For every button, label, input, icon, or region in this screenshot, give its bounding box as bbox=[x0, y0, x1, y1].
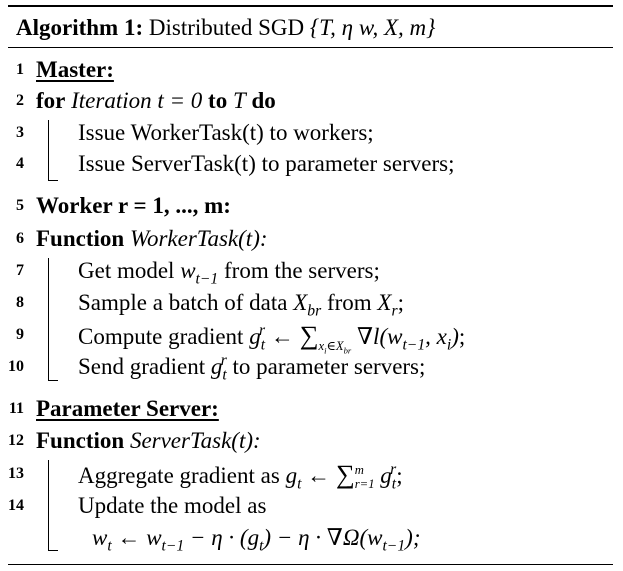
worker-block-bar bbox=[48, 258, 58, 381]
text-fragment: ; bbox=[397, 290, 404, 315]
keyword-for: for bbox=[36, 88, 66, 113]
issue-server-task: Issue ServerTask(t) to parameter servers… bbox=[78, 151, 455, 176]
line-number: 5 bbox=[16, 197, 24, 214]
function-name: ServerTask(t): bbox=[129, 428, 261, 453]
text-fragment: Aggregate gradient as bbox=[78, 463, 280, 488]
text-fragment: from the servers; bbox=[224, 258, 380, 283]
caption-params: {T, η w, X, m} bbox=[309, 15, 436, 40]
math-g-t-r: gtr bbox=[210, 352, 227, 384]
line-number: 12 bbox=[8, 432, 24, 449]
math-x-br: Xbr bbox=[293, 290, 322, 320]
line-number: 1 bbox=[16, 61, 24, 78]
for-block-bar bbox=[48, 120, 58, 181]
caption-label: Algorithm 1: bbox=[16, 15, 144, 40]
line-number: 14 bbox=[8, 497, 24, 514]
text-fragment: from bbox=[326, 290, 372, 315]
math-x-r: Xr bbox=[377, 290, 398, 320]
keyword-function: Function bbox=[36, 428, 125, 453]
line-number: 6 bbox=[16, 230, 24, 247]
line-number: 4 bbox=[16, 155, 24, 172]
loop-expression: t = 0 bbox=[157, 88, 203, 113]
get-model: Get model wt−1 from the servers; bbox=[78, 256, 380, 288]
sample-batch: Sample a batch of data Xbr from Xr; bbox=[78, 288, 404, 320]
text-fragment: Get model bbox=[78, 258, 175, 283]
caption-rule bbox=[8, 47, 613, 49]
master-heading: Master: bbox=[36, 57, 114, 82]
keyword-do: do bbox=[251, 88, 276, 113]
text-fragment: Send gradient bbox=[78, 354, 206, 379]
line-number: 13 bbox=[8, 465, 24, 482]
text-fragment: Sample a batch of data bbox=[78, 290, 288, 315]
line-number: 3 bbox=[16, 124, 24, 141]
bottom-rule bbox=[8, 564, 613, 566]
text-fragment: ; bbox=[396, 463, 403, 488]
parameter-server-heading: Parameter Server: bbox=[36, 396, 219, 421]
iteration-label: Iteration bbox=[71, 88, 152, 113]
server-function-header: Function ServerTask(t): bbox=[36, 426, 261, 456]
keyword-to: to bbox=[208, 88, 228, 113]
line-number: 8 bbox=[16, 294, 24, 311]
line-number: 2 bbox=[16, 92, 24, 109]
line-number: 11 bbox=[8, 400, 24, 417]
text-fragment: ; bbox=[458, 324, 466, 349]
math-gradient-formula: gtr ← ∑xi∈Xbr ∇l(wt−1, xi) bbox=[249, 320, 459, 356]
text-fragment: to parameter servers; bbox=[232, 354, 426, 379]
worker-function-header: Function WorkerTask(t): bbox=[36, 224, 268, 254]
line-number: 9 bbox=[16, 326, 24, 343]
update-model: Update the model as bbox=[78, 493, 267, 518]
line-number: 7 bbox=[16, 262, 24, 279]
compute-gradient: Compute gradient gtr ← ∑xi∈Xbr ∇l(wt−1, … bbox=[78, 320, 466, 356]
caption-title: Distributed SGD bbox=[148, 15, 305, 40]
worker-heading: Worker r = 1, ..., m: bbox=[36, 193, 231, 218]
keyword-function: Function bbox=[36, 226, 125, 251]
for-loop-header: for Iteration t = 0 to T do bbox=[36, 86, 276, 116]
send-gradient: Send gradient gtr to parameter servers; bbox=[78, 352, 426, 384]
server-block-bar bbox=[48, 460, 58, 551]
math-update-formula: wt ← wt−1 − η · (gt) − η · ∇Ω(wt−1); bbox=[92, 525, 421, 555]
loop-bound: T bbox=[232, 88, 246, 113]
math-w-t-minus-1: wt−1 bbox=[180, 258, 219, 288]
top-rule bbox=[8, 5, 613, 7]
algorithm-caption: Algorithm 1: Distributed SGD {T, η w, X,… bbox=[16, 13, 435, 43]
issue-worker-task: Issue WorkerTask(t) to workers; bbox=[78, 120, 374, 145]
text-fragment: Compute gradient bbox=[78, 324, 244, 349]
function-name: WorkerTask(t): bbox=[129, 226, 268, 251]
line-number: 10 bbox=[8, 358, 24, 375]
